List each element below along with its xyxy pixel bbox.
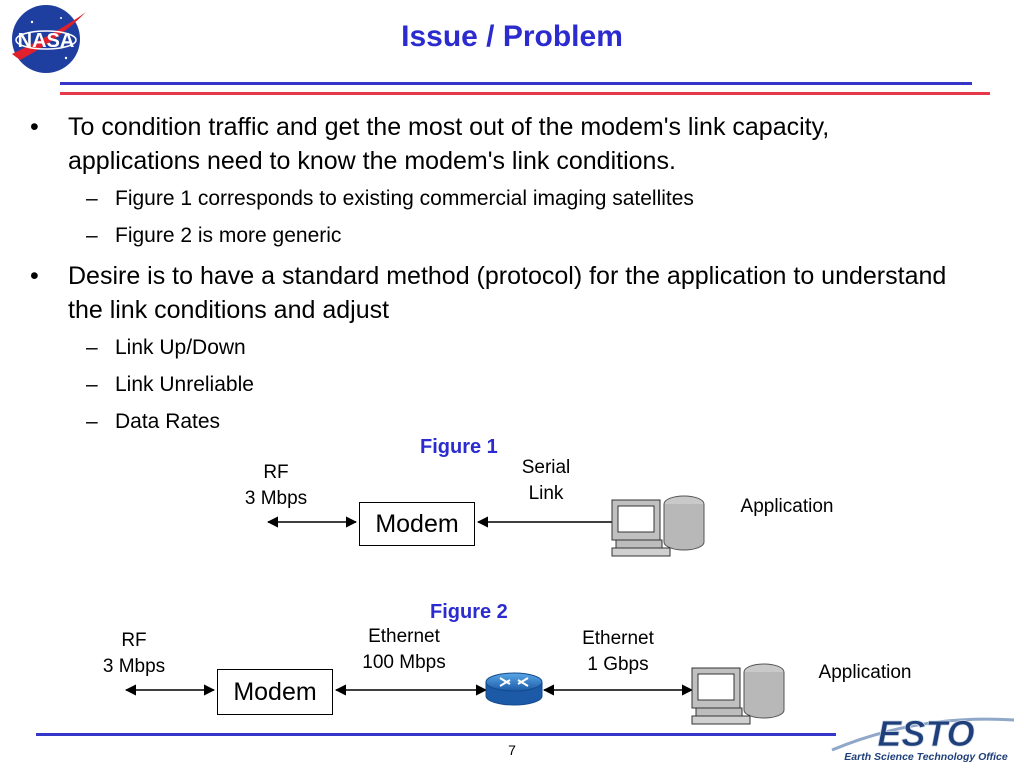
fig1-computer-icon bbox=[611, 495, 705, 557]
fig2-rf-name: RF bbox=[121, 630, 147, 651]
sub-bullet-item: – Link Up/Down bbox=[0, 335, 1024, 361]
sub-bullet-text: Figure 2 is more generic bbox=[115, 224, 342, 247]
fig1-rf-name: RF bbox=[263, 462, 289, 483]
sub-bullet-dash: – bbox=[86, 336, 98, 359]
fig2-eth100-name: Ethernet bbox=[368, 626, 440, 647]
bullet-dot: • bbox=[30, 113, 39, 141]
svg-text:Earth Science Technology Offic: Earth Science Technology Office bbox=[844, 751, 1008, 763]
sub-bullet-dash: – bbox=[86, 224, 98, 247]
page-number: 7 bbox=[508, 742, 516, 758]
fig1-application-label: Application bbox=[740, 496, 834, 517]
fig2-eth1g-name: Ethernet bbox=[582, 628, 654, 649]
svg-text:ESTO: ESTO bbox=[877, 713, 974, 754]
fig1-serial-text: Serial bbox=[521, 457, 571, 478]
fig1-link-text: Link bbox=[528, 483, 564, 504]
sub-bullet-item: – Data Rates bbox=[0, 409, 1024, 435]
fig2-rf-rate: 3 Mbps bbox=[102, 656, 166, 677]
page-title: Issue / Problem bbox=[401, 20, 623, 53]
fig2-eth1g-rate: 1 Gbps bbox=[587, 654, 649, 675]
esto-logo: ESTO Earth Science Technology Office bbox=[831, 713, 1015, 763]
sub-bullet-item: – Figure 1 corresponds to existing comme… bbox=[0, 186, 1024, 212]
footer-rule bbox=[36, 733, 836, 736]
fig1-rf-label: RF 3 Mbps bbox=[226, 460, 326, 512]
fig2-rf-label: RF 3 Mbps bbox=[84, 628, 184, 680]
bullet-text: To condition traffic and get the most ou… bbox=[68, 113, 830, 175]
sub-bullet-text: Link Unreliable bbox=[115, 373, 254, 396]
fig2-modem-box: Modem bbox=[217, 669, 333, 715]
fig2-application-label: Application bbox=[818, 662, 912, 683]
fig1-rf-rate: 3 Mbps bbox=[244, 488, 308, 509]
fig2-computer-icon bbox=[691, 663, 785, 725]
bullet-text: Desire is to have a standard method (pro… bbox=[68, 262, 947, 324]
sub-bullet-text: Link Up/Down bbox=[115, 336, 246, 359]
router-icon bbox=[485, 672, 543, 706]
nasa-logo: NASA bbox=[12, 5, 86, 73]
fig1-modem-box: Modem bbox=[359, 502, 475, 546]
sub-bullet-dash: – bbox=[86, 373, 98, 396]
fig2-eth1g-label: Ethernet 1 Gbps bbox=[562, 626, 674, 678]
figure1-title: Figure 1 bbox=[420, 436, 498, 458]
sub-bullet-item: – Link Unreliable bbox=[0, 372, 1024, 398]
bullet-item: • Desire is to have a standard method (p… bbox=[0, 259, 1024, 329]
fig2-eth100-label: Ethernet 100 Mbps bbox=[344, 624, 464, 676]
title-rule-red bbox=[60, 92, 990, 95]
sub-bullet-dash: – bbox=[86, 187, 98, 210]
fig2-eth100-rate: 100 Mbps bbox=[362, 652, 446, 673]
figure2-title: Figure 2 bbox=[430, 601, 508, 623]
sub-bullet-text: Data Rates bbox=[115, 410, 221, 433]
bullet-dot: • bbox=[30, 262, 39, 290]
bullet-item: • To condition traffic and get the most … bbox=[0, 110, 1024, 180]
sub-bullet-text: Figure 1 corresponds to existing commerc… bbox=[115, 187, 694, 210]
sub-bullet-item: – Figure 2 is more generic bbox=[0, 223, 1024, 249]
svg-text:NASA: NASA bbox=[18, 30, 75, 52]
fig1-serial-link-label: Serial Link bbox=[500, 455, 592, 507]
sub-bullet-dash: – bbox=[86, 410, 98, 433]
title-rule-blue bbox=[60, 82, 972, 85]
